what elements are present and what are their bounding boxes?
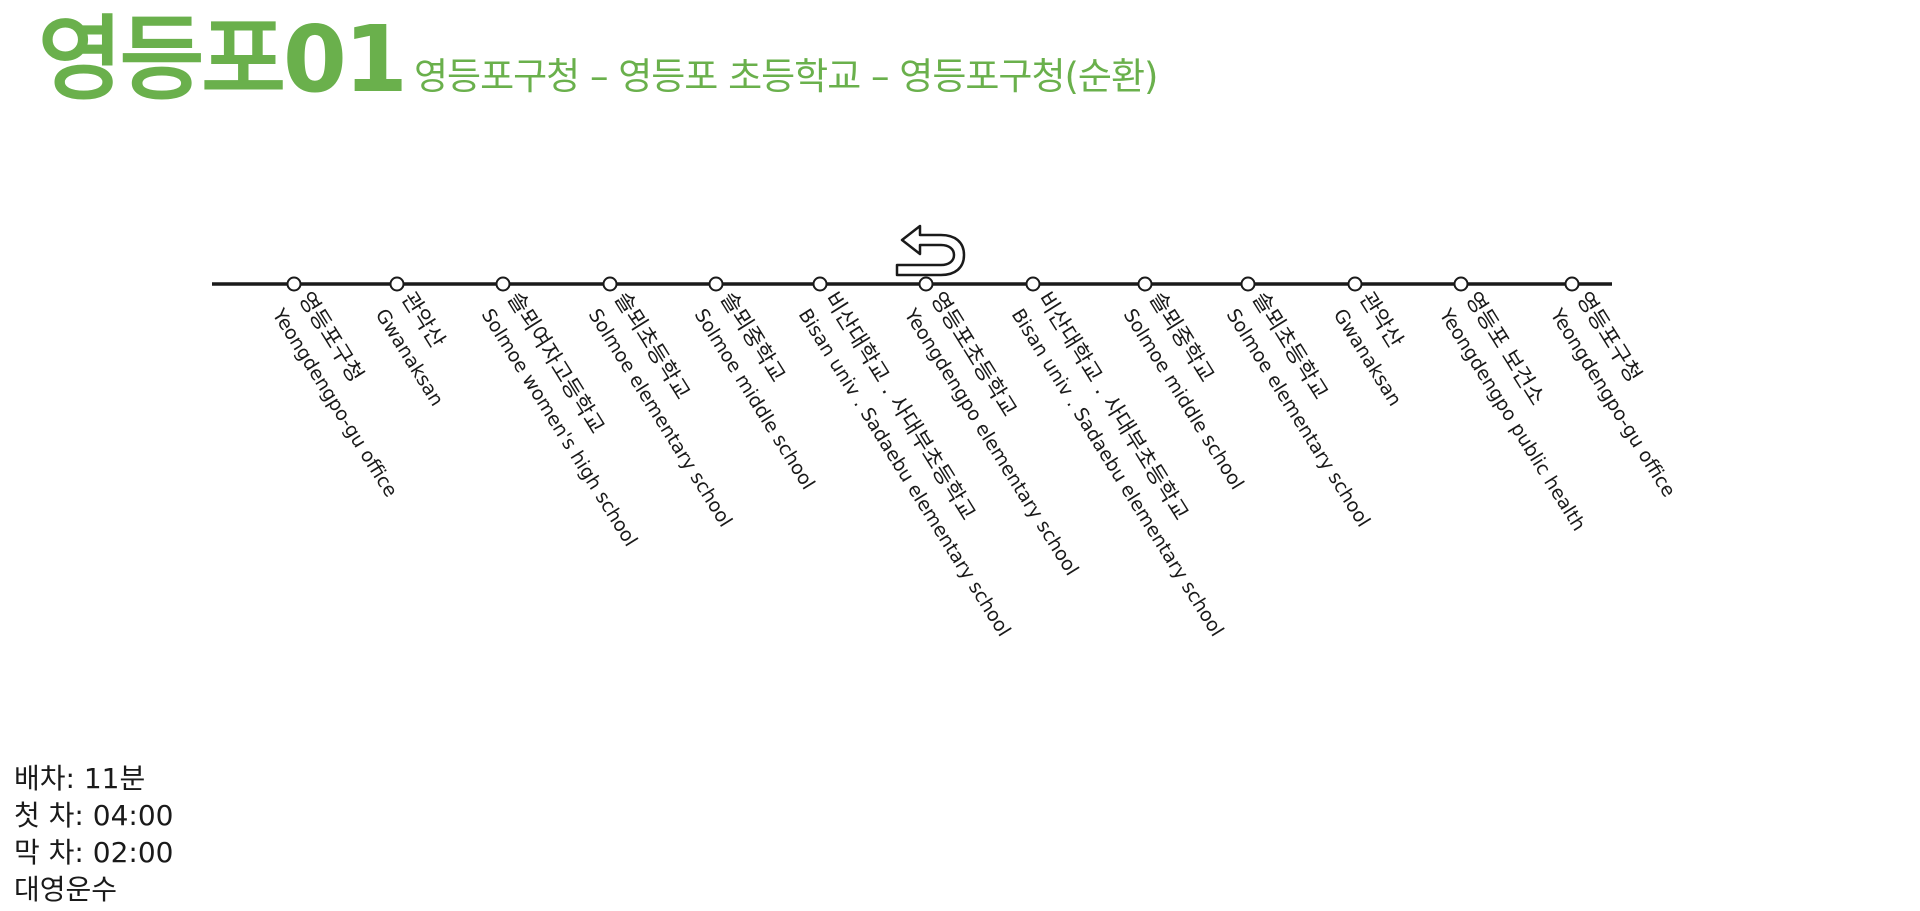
stop-marker: [708, 276, 724, 292]
stop-marker: [918, 276, 934, 292]
stop-marker: [1347, 276, 1363, 292]
operator-text: 대영운수: [14, 873, 118, 906]
stop-marker: [1137, 276, 1153, 292]
stop-marker: [1453, 276, 1469, 292]
stop-marker: [286, 276, 302, 292]
stop-marker: [1564, 276, 1580, 292]
last-bus-text: 막 차: 02:00: [14, 836, 174, 869]
route-description: 영등포구청 – 영등포 초등학교 – 영등포구청(순환): [414, 55, 1158, 98]
stop-marker: [495, 276, 511, 292]
stop-marker: [1240, 276, 1256, 292]
stop-marker: [602, 276, 618, 292]
service-info: 배차: 11분 첫 차: 04:00 막 차: 02:00 대영운수: [14, 760, 173, 908]
stop-marker: [812, 276, 828, 292]
route-number: 영등포01: [38, 6, 408, 113]
stop-marker: [1025, 276, 1041, 292]
stop-marker: [389, 276, 405, 292]
u-turn-icon: [895, 224, 966, 277]
interval-text: 배차: 11분: [14, 762, 146, 795]
first-bus-text: 첫 차: 04:00: [14, 799, 174, 832]
